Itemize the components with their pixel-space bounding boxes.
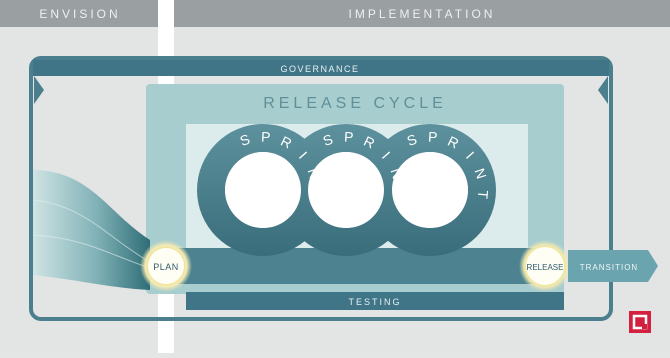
implementation-label: IMPLEMENTATION bbox=[349, 7, 496, 21]
funnel-line bbox=[32, 199, 151, 263]
sprint-letter: P bbox=[428, 129, 438, 145]
envision-funnel bbox=[33, 170, 150, 290]
governance-label: GOVERNANCE bbox=[280, 64, 359, 74]
testing-label: TESTING bbox=[348, 297, 401, 307]
governance-left-chevron bbox=[34, 76, 44, 104]
funnel-line bbox=[32, 234, 151, 269]
plan-node bbox=[146, 246, 186, 286]
envision-header bbox=[0, 0, 158, 27]
sprint-ring-3 bbox=[364, 124, 496, 256]
sprint-letter: T bbox=[391, 190, 408, 200]
sprint-ring-hole bbox=[308, 152, 384, 228]
plan-label: PLAN bbox=[153, 262, 179, 272]
sprint-letter: N bbox=[388, 166, 406, 181]
sprint-letter: T bbox=[475, 190, 492, 200]
outer-frame bbox=[29, 56, 613, 321]
sprint-letter: P bbox=[344, 129, 354, 145]
governance-right-chevron bbox=[598, 76, 608, 104]
release-label: RELEASE bbox=[527, 263, 564, 272]
envision-label: ENVISION bbox=[39, 7, 120, 21]
transition-label: TRANSITION bbox=[580, 263, 638, 272]
transition-arrow bbox=[568, 250, 658, 282]
release-cycle-label: RELEASE CYCLE bbox=[263, 95, 447, 112]
implementation-header bbox=[174, 0, 670, 27]
release-node bbox=[524, 245, 566, 287]
sprint-letter: P bbox=[261, 129, 271, 145]
governance-bar bbox=[33, 60, 609, 76]
sprint-letter: T bbox=[308, 190, 325, 200]
red-square-logo-icon bbox=[629, 311, 651, 333]
sprint-letter: N bbox=[472, 166, 490, 181]
sprint-ring-hole bbox=[392, 152, 468, 228]
sprint-ring-hole bbox=[225, 152, 301, 228]
sprint-letter: N bbox=[305, 166, 323, 181]
testing-bar bbox=[186, 292, 564, 310]
